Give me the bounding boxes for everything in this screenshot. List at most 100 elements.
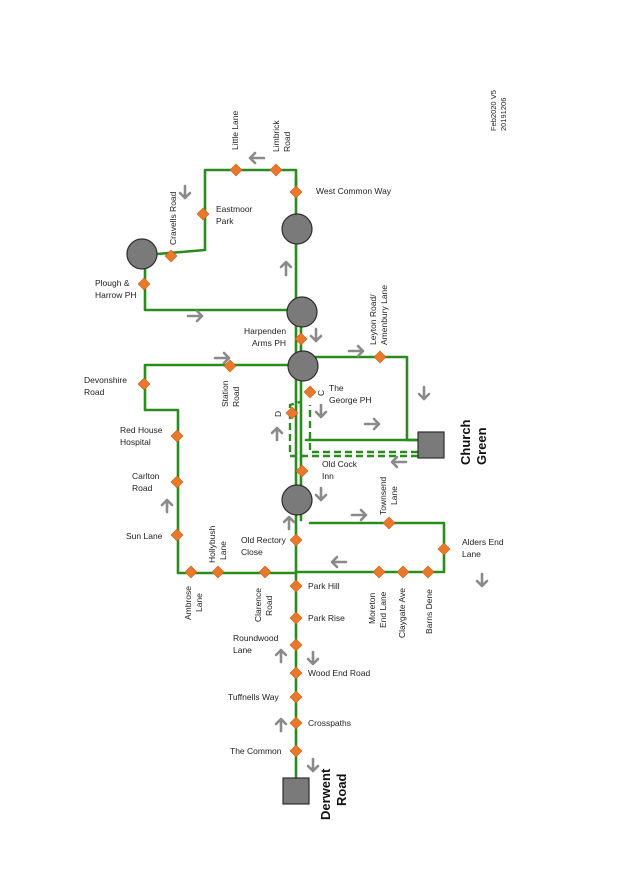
arrow-up-icon [279, 260, 293, 277]
branch-c-dashed-line [308, 405, 418, 454]
stop-claygate-ave [396, 565, 410, 579]
stop-old-rectory-close [289, 533, 303, 547]
stop-devonshire-road [137, 377, 151, 391]
stop-labels: Little Lane Limbrick Road Cravells Road … [84, 111, 504, 756]
label-church-green-1: Church [458, 419, 473, 465]
west-loop-line [143, 363, 305, 575]
label-eastmoor-park-2: Park [216, 216, 234, 226]
hub-harpenden-centre [287, 350, 319, 382]
label-clarence-road-2: Road [264, 595, 274, 616]
arrow-down-icon [178, 184, 192, 200]
label-old-rectory-close-2: Close [241, 547, 263, 557]
stop-alders-end-lane [437, 542, 451, 556]
hub-old-cock-south [281, 484, 313, 516]
label-branch-c: C [316, 390, 326, 396]
arrow-right-icon [186, 309, 204, 323]
stop-branch-d [285, 406, 299, 420]
version-line1: Feb2020 V5 [489, 90, 498, 131]
label-derwent-road-2: Road [334, 773, 349, 806]
label-townsend-lane-1: Townsend [378, 476, 388, 515]
stop-barns-dene [421, 565, 435, 579]
hub-plough-harrow [126, 238, 158, 270]
label-ambrose-lane-2: Lane [194, 593, 204, 612]
label-tuffnells-way: Tuffnells Way [228, 692, 279, 702]
label-limbrick-road-2: Road [282, 131, 292, 152]
stop-harpenden-arms [294, 332, 308, 346]
label-leyton-road-2: Amenbury Lane [379, 285, 389, 345]
stop-clarence-road [258, 565, 272, 579]
label-moreton-end-lane-1: Moreton [367, 593, 377, 624]
label-station-road-1: Station [220, 380, 230, 407]
arrow-up-icon [274, 717, 288, 733]
label-station-road-2: Road [231, 386, 241, 407]
stop-little-lane [229, 163, 243, 177]
label-the-george-1: The [329, 383, 344, 393]
label-the-common: The Common [230, 746, 282, 756]
label-moreton-end-lane-2: End Lane [378, 591, 388, 628]
label-devonshire-road-2: Road [84, 387, 105, 397]
hubs [126, 213, 319, 516]
stop-sun-lane [170, 528, 184, 542]
stop-red-house-hospital [170, 429, 184, 443]
east-loop-line [294, 521, 446, 574]
label-red-house-hospital-1: Red House [120, 425, 163, 435]
hub-west-common [281, 213, 313, 245]
label-roundwood-lane-2: Lane [233, 645, 252, 655]
version-line2: 20191206 [499, 98, 508, 131]
arrow-left-icon [248, 151, 266, 165]
arrow-down-icon [306, 757, 320, 773]
arrow-up-icon [274, 648, 288, 664]
stop-plough-harrow [137, 277, 151, 291]
direction-arrows [160, 151, 489, 773]
stop-crosspaths [289, 716, 303, 730]
arrow-left-icon [330, 555, 348, 569]
label-alders-end-lane-2: Lane [462, 549, 481, 559]
label-barns-dene: Barns Dene [424, 589, 434, 634]
stop-leyton-road [373, 350, 387, 364]
label-red-house-hospital-2: Hospital [120, 437, 151, 447]
label-park-rise: Park Rise [308, 613, 345, 623]
version-block: Feb2020 V5 20191206 [489, 90, 508, 131]
label-hollybush-lane-1: Hollybush [207, 525, 217, 563]
arrow-up-icon [270, 426, 284, 442]
label-plough-harrow-2: Harrow PH [95, 290, 137, 300]
label-devonshire-road-1: Devonshire [84, 375, 127, 385]
label-old-cock-inn-2: Inn [322, 471, 334, 481]
label-leyton-road-1: Leyton Road/ [368, 294, 378, 345]
label-alders-end-lane-1: Alders End [462, 537, 504, 547]
stop-ambrose-lane [184, 565, 198, 579]
stop-park-hill [289, 579, 303, 593]
label-hollybush-lane-2: Lane [218, 541, 228, 560]
stop-wood-end-road [289, 666, 303, 680]
label-park-hill: Park Hill [308, 581, 340, 591]
label-plough-harrow-1: Plough & [95, 278, 130, 288]
top-loop-line [143, 168, 298, 312]
label-townsend-lane-2: Lane [389, 486, 399, 505]
arrow-up-icon [282, 515, 296, 531]
label-clarence-road-1: Clarence [253, 588, 263, 622]
arrow-right-icon [363, 417, 381, 431]
stop-moreton-end-lane [372, 565, 386, 579]
label-old-rectory-close-1: Old Rectory [241, 535, 287, 545]
label-ambrose-lane-1: Ambrose [183, 586, 193, 620]
arrow-down-icon [309, 327, 323, 343]
stop-roundwood-lane [289, 638, 303, 652]
arrow-right-icon [350, 508, 368, 522]
label-harpenden-arms-2: Arms PH [252, 338, 286, 348]
label-crosspaths: Crosspaths [308, 718, 351, 728]
stop-townsend-lane [382, 516, 396, 530]
label-old-cock-inn-1: Old Cock [322, 459, 358, 469]
arrow-down-icon [314, 486, 328, 502]
label-limbrick-road-1: Limbrick [271, 120, 281, 152]
label-eastmoor-park-1: Eastmoor [216, 204, 253, 214]
label-west-common-way: West Common Way [316, 186, 392, 196]
stop-tuffnells-way [289, 690, 303, 704]
arrow-right-icon [213, 351, 231, 365]
label-sun-lane: Sun Lane [126, 531, 163, 541]
stop-eastmoor-park [196, 207, 210, 221]
label-claygate-ave: Claygate Ave [397, 588, 407, 638]
derwent-road-terminus [282, 777, 310, 805]
hub-harpenden-north [286, 296, 318, 328]
label-cravells-road: Cravells Road [168, 191, 178, 245]
